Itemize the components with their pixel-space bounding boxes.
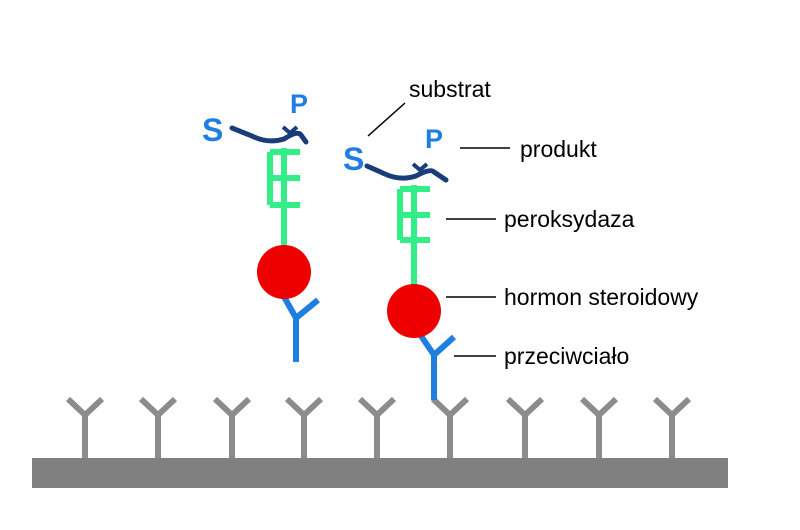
- product-symbol: P: [425, 124, 443, 154]
- enzyme-peroxidase: [397, 185, 430, 290]
- surface-antibody: [652, 396, 692, 458]
- label-peroksydaza: peroksydaza: [504, 206, 635, 232]
- product-symbol: P: [290, 89, 308, 119]
- steroid-hormone: [387, 284, 441, 338]
- surface-antibody: [284, 396, 324, 458]
- steroid-hormone: [257, 245, 311, 299]
- antibody: [414, 328, 457, 400]
- surface-antibody: [65, 396, 105, 458]
- surface-antibody: [357, 396, 397, 458]
- substrate-symbol: S: [202, 112, 223, 148]
- label-substrat: substrat: [409, 76, 491, 102]
- surface-antibodies: [65, 396, 692, 458]
- leader-substrat: [367, 102, 406, 137]
- leader-lines: [367, 102, 510, 357]
- surface-antibody: [138, 396, 178, 458]
- reaction-arrow: [364, 163, 449, 183]
- label-produkt: produkt: [520, 136, 597, 162]
- arrow-head: [411, 162, 429, 173]
- bound-complex: S P: [343, 124, 457, 400]
- surface-antibody: [212, 396, 252, 458]
- solid-surface-bar: [32, 458, 728, 488]
- reaction-arrow: [229, 125, 309, 145]
- surface-antibody: [505, 396, 545, 458]
- surface-antibody: [430, 396, 470, 458]
- arrow-head: [281, 125, 299, 136]
- surface-antibody: [579, 396, 619, 458]
- label-hormon: hormon steroidowy: [504, 284, 699, 310]
- antibody: [280, 293, 320, 362]
- label-przeciwcialo: przeciwciało: [504, 343, 629, 369]
- substrate-symbol: S: [343, 141, 364, 177]
- enzyme-peroxidase: [267, 148, 300, 245]
- free-complex: S P: [202, 89, 320, 362]
